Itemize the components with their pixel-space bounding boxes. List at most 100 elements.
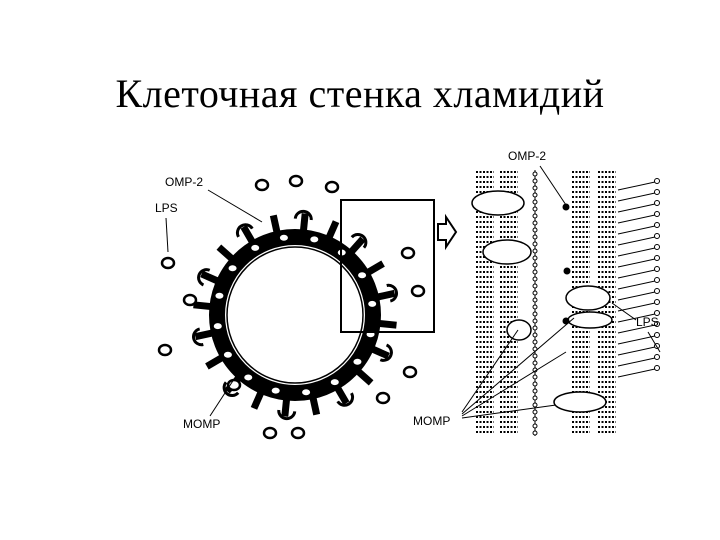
membrane-protein: [482, 239, 532, 265]
chain-bead: [532, 381, 538, 387]
surface-hook: [386, 283, 398, 303]
chain-bead: [532, 402, 538, 408]
surface-hook: [235, 223, 254, 238]
envelope-bump: [244, 374, 253, 381]
chain-bead: [532, 241, 538, 247]
membrane-protein: [506, 319, 532, 341]
chain-bead: [532, 192, 538, 198]
surface-hook: [350, 232, 368, 249]
lps-head: [654, 354, 660, 360]
surface-hook: [192, 327, 204, 347]
envelope-bump: [223, 351, 232, 358]
chain-bead: [532, 332, 538, 338]
chain-bead: [532, 227, 538, 233]
envelope-bump: [228, 265, 237, 272]
free-particle: [288, 174, 304, 188]
envelope-bump: [279, 234, 288, 241]
envelope-bump: [368, 300, 377, 307]
lps-head: [654, 310, 660, 316]
lps-head: [654, 266, 660, 272]
free-particle: [400, 246, 416, 260]
envelope-bump: [358, 272, 367, 279]
slide-title: Клеточная стенка хламидий: [115, 71, 605, 116]
lps-head: [654, 299, 660, 305]
chain-bead: [532, 430, 538, 436]
zoom-arrow-icon: [437, 213, 458, 251]
cell-cross-section: [157, 174, 426, 440]
lps-stalk: [617, 192, 656, 202]
envelope-bump: [251, 244, 260, 251]
chain-bead: [532, 374, 538, 380]
lps-stalk: [617, 335, 656, 345]
right-label-momp: MOMP: [413, 414, 450, 428]
left-label-omp2: OMP-2: [165, 175, 203, 189]
lps-stalk: [617, 225, 656, 235]
lps-stalk: [617, 203, 656, 213]
chain-bead: [532, 290, 538, 296]
surface-hook: [197, 268, 211, 287]
free-particle: [254, 178, 270, 192]
surface-hook: [277, 409, 297, 421]
chain-bead: [532, 416, 538, 422]
chain-bead: [532, 185, 538, 191]
zoom-region-box: [340, 199, 435, 333]
free-particle: [324, 180, 340, 194]
membrane-protein: [471, 190, 525, 216]
chain-bead: [532, 311, 538, 317]
membrane-protein: [565, 285, 611, 311]
right-lps-leader-1: [611, 302, 637, 321]
lps-stalk: [617, 258, 656, 268]
lps-stalk: [617, 181, 656, 191]
lps-stalk: [617, 280, 656, 290]
lps-stalk: [617, 247, 656, 257]
lps-head: [654, 255, 660, 261]
omp2-dot: [562, 317, 570, 325]
envelope-bump: [330, 379, 339, 386]
lps-stalk: [617, 313, 656, 323]
free-particle: [375, 391, 391, 405]
left-omp2-leader: [207, 189, 263, 223]
omp2-dot: [563, 267, 571, 275]
chain-bead: [532, 388, 538, 394]
free-particle: [410, 284, 426, 298]
lps-stalk: [617, 269, 656, 279]
chain-bead: [532, 269, 538, 275]
lps-head: [654, 211, 660, 217]
cell-envelope: [209, 229, 381, 401]
envelope-bump: [213, 323, 222, 330]
cell-interior: [226, 246, 364, 384]
right-omp2-leader: [539, 165, 567, 206]
envelope-bump: [310, 236, 319, 243]
left-label-lps: LPS: [155, 201, 178, 215]
membrane-proteins: [471, 190, 613, 413]
right-label-omp2: OMP-2: [508, 149, 546, 163]
chain-bead: [532, 360, 538, 366]
lps-stalk: [617, 236, 656, 246]
lps-stalk: [617, 324, 656, 334]
chain-bead: [532, 318, 538, 324]
lps-stalk: [617, 357, 656, 367]
right-momp-leader-3: [461, 351, 567, 417]
free-particle: [182, 293, 198, 307]
lps-head: [654, 178, 660, 184]
chain-bead: [532, 325, 538, 331]
lps-head: [654, 365, 660, 371]
peptidoglycan-chain: [532, 170, 538, 436]
chain-bead: [532, 206, 538, 212]
chain-bead: [532, 220, 538, 226]
lps-head: [654, 244, 660, 250]
right-lps-leader-2: [647, 331, 661, 353]
lps-head: [654, 277, 660, 283]
chain-bead: [532, 199, 538, 205]
lps-head: [654, 332, 660, 338]
chain-bead: [532, 339, 538, 345]
right-momp-leader-1: [461, 329, 519, 413]
lps-molecules: [617, 178, 660, 378]
left-lps-leader: [165, 217, 169, 253]
lps-head: [654, 288, 660, 294]
chain-bead: [532, 213, 538, 219]
surface-hook: [222, 381, 240, 398]
envelope-bump: [353, 358, 362, 365]
free-lps-particles: [157, 174, 426, 440]
